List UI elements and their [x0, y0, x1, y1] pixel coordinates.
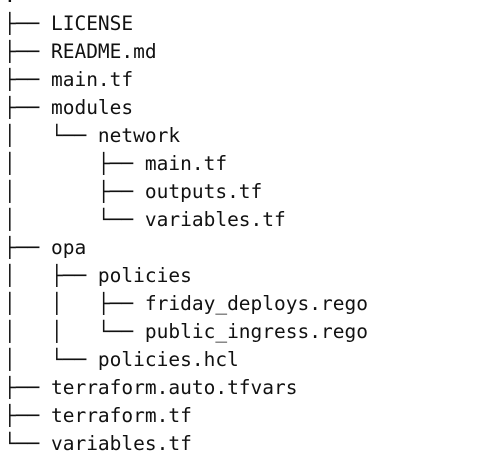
file-name: policies.hcl	[97, 348, 239, 371]
file-name: friday_deploys.rego	[144, 292, 368, 315]
file-name: variables.tf	[144, 208, 286, 231]
tree-branch-connector: │ ├──	[4, 264, 98, 287]
tree-branch-connector: ├──	[4, 96, 51, 119]
tree-branch-connector: ├──	[4, 68, 51, 91]
tree-entry: ├── opa	[4, 234, 368, 262]
tree-branch-connector: │ │ ├──	[4, 292, 145, 315]
file-name: public_ingress.rego	[144, 320, 368, 343]
tree-entry: │ ├── outputs.tf	[4, 178, 368, 206]
tree-entry: │ ├── policies	[4, 262, 368, 290]
tree-branch-connector: ├──	[4, 236, 51, 259]
tree-branch-connector: └──	[4, 432, 51, 455]
file-name: network	[97, 124, 181, 147]
file-name: terraform.tf	[50, 404, 192, 427]
directory-tree: .├── LICENSE├── README.md├── main.tf├── …	[4, 0, 368, 458]
file-name: opa	[50, 236, 87, 259]
tree-entry: │ │ └── public_ingress.rego	[4, 318, 368, 346]
tree-entry: │ └── network	[4, 122, 368, 150]
file-name: terraform.auto.tfvars	[50, 376, 298, 399]
tree-entry: ├── terraform.auto.tfvars	[4, 374, 368, 402]
tree-entry: ├── main.tf	[4, 66, 368, 94]
file-name: outputs.tf	[144, 180, 263, 203]
tree-entry: │ │ ├── friday_deploys.rego	[4, 290, 368, 318]
tree-entry: └── variables.tf	[4, 430, 368, 458]
file-name: main.tf	[50, 68, 134, 91]
tree-branch-connector: │ └──	[4, 124, 98, 147]
tree-branch-connector: │ └──	[4, 348, 98, 371]
tree-branch-connector: │ │ └──	[4, 320, 145, 343]
tree-entry: │ ├── main.tf	[4, 150, 368, 178]
tree-entry: ├── LICENSE	[4, 10, 368, 38]
tree-branch-connector: ├──	[4, 376, 51, 399]
tree-entry: ├── README.md	[4, 38, 368, 66]
tree-entry: │ └── variables.tf	[4, 206, 368, 234]
tree-entry: ├── modules	[4, 94, 368, 122]
file-name: policies	[97, 264, 192, 287]
tree-branch-connector: │ ├──	[4, 152, 145, 175]
file-name: modules	[50, 96, 134, 119]
root-directory-name: .	[4, 0, 16, 7]
tree-entry: ├── terraform.tf	[4, 402, 368, 430]
tree-branch-connector: ├──	[4, 40, 51, 63]
file-name: LICENSE	[50, 12, 134, 35]
file-name: README.md	[50, 40, 157, 63]
tree-branch-connector: │ ├──	[4, 180, 145, 203]
tree-branch-connector: ├──	[4, 404, 51, 427]
file-name: main.tf	[144, 152, 228, 175]
tree-branch-connector: ├──	[4, 12, 51, 35]
tree-branch-connector: │ └──	[4, 208, 145, 231]
tree-root: .	[4, 0, 368, 10]
file-name: variables.tf	[50, 432, 192, 455]
tree-entry: │ └── policies.hcl	[4, 346, 368, 374]
